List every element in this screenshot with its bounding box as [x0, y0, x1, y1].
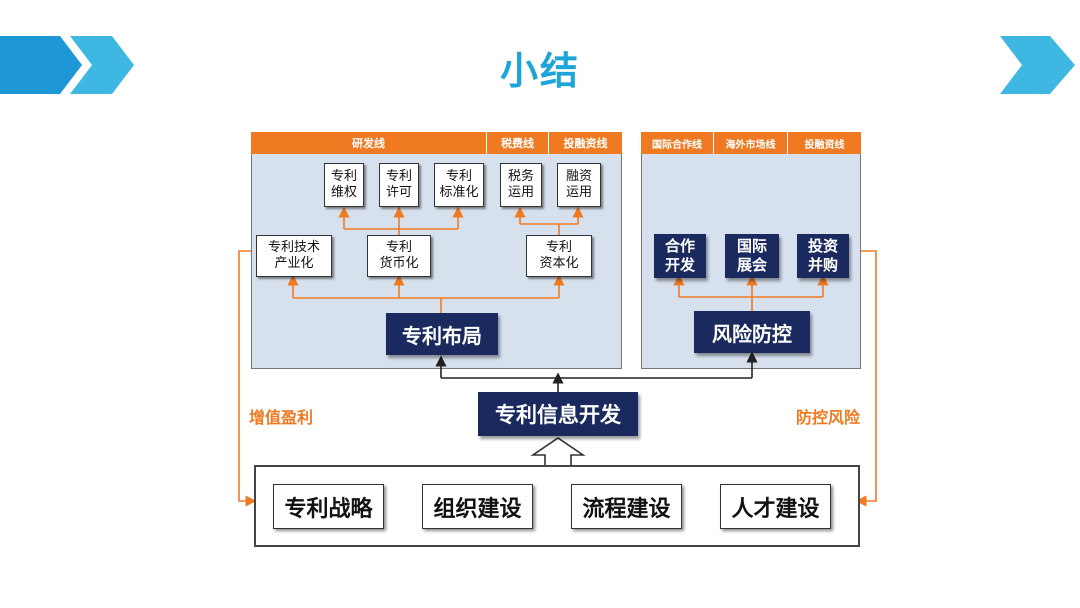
talent-building-box: 人才建设: [720, 484, 831, 529]
risk-prevention-label: 防控风险: [796, 408, 861, 427]
patent-licensing-box: 专利 许可: [379, 163, 419, 207]
patent-enforcement-box: 专利 维权: [324, 163, 364, 207]
header-tax-line: 税费线: [487, 132, 549, 154]
financing-application-box: 融资 运用: [557, 163, 601, 207]
right-chevron-decoration: [1000, 36, 1075, 94]
patent-monetization-box: 专利 货币化: [367, 235, 431, 277]
risk-control-box: 风险防控: [694, 311, 810, 353]
header-finance-line-left: 投融资线: [549, 132, 622, 154]
value-profit-label: 增值盈利: [249, 408, 314, 427]
patent-standardization-box: 专利 标准化: [434, 163, 484, 207]
tax-application-box: 税务 运用: [500, 163, 542, 207]
patent-strategy-box: 专利战略: [273, 484, 384, 529]
header-rd-line: 研发线: [251, 132, 487, 154]
left-chevron-decoration: [0, 36, 134, 94]
page-title: 小结: [499, 49, 580, 93]
header-finance-line-right: 投融资线: [788, 132, 861, 154]
patent-information-development-box: 专利信息开发: [478, 392, 638, 436]
joint-development-box: 合作 开发: [654, 234, 706, 278]
patent-layout-box: 专利布局: [386, 313, 498, 355]
header-intl-cooperation-line: 国际合作线: [641, 132, 714, 154]
patent-capitalization-box: 专利 资本化: [526, 235, 592, 277]
international-expo-box: 国际 展会: [725, 234, 779, 278]
process-building-box: 流程建设: [571, 484, 682, 529]
header-overseas-market-line: 海外市场线: [714, 132, 788, 154]
patent-industrialization-box: 专利技术 产业化: [256, 235, 332, 277]
investment-acquisition-box: 投资 并购: [797, 234, 849, 278]
organization-building-box: 组织建设: [422, 484, 533, 529]
